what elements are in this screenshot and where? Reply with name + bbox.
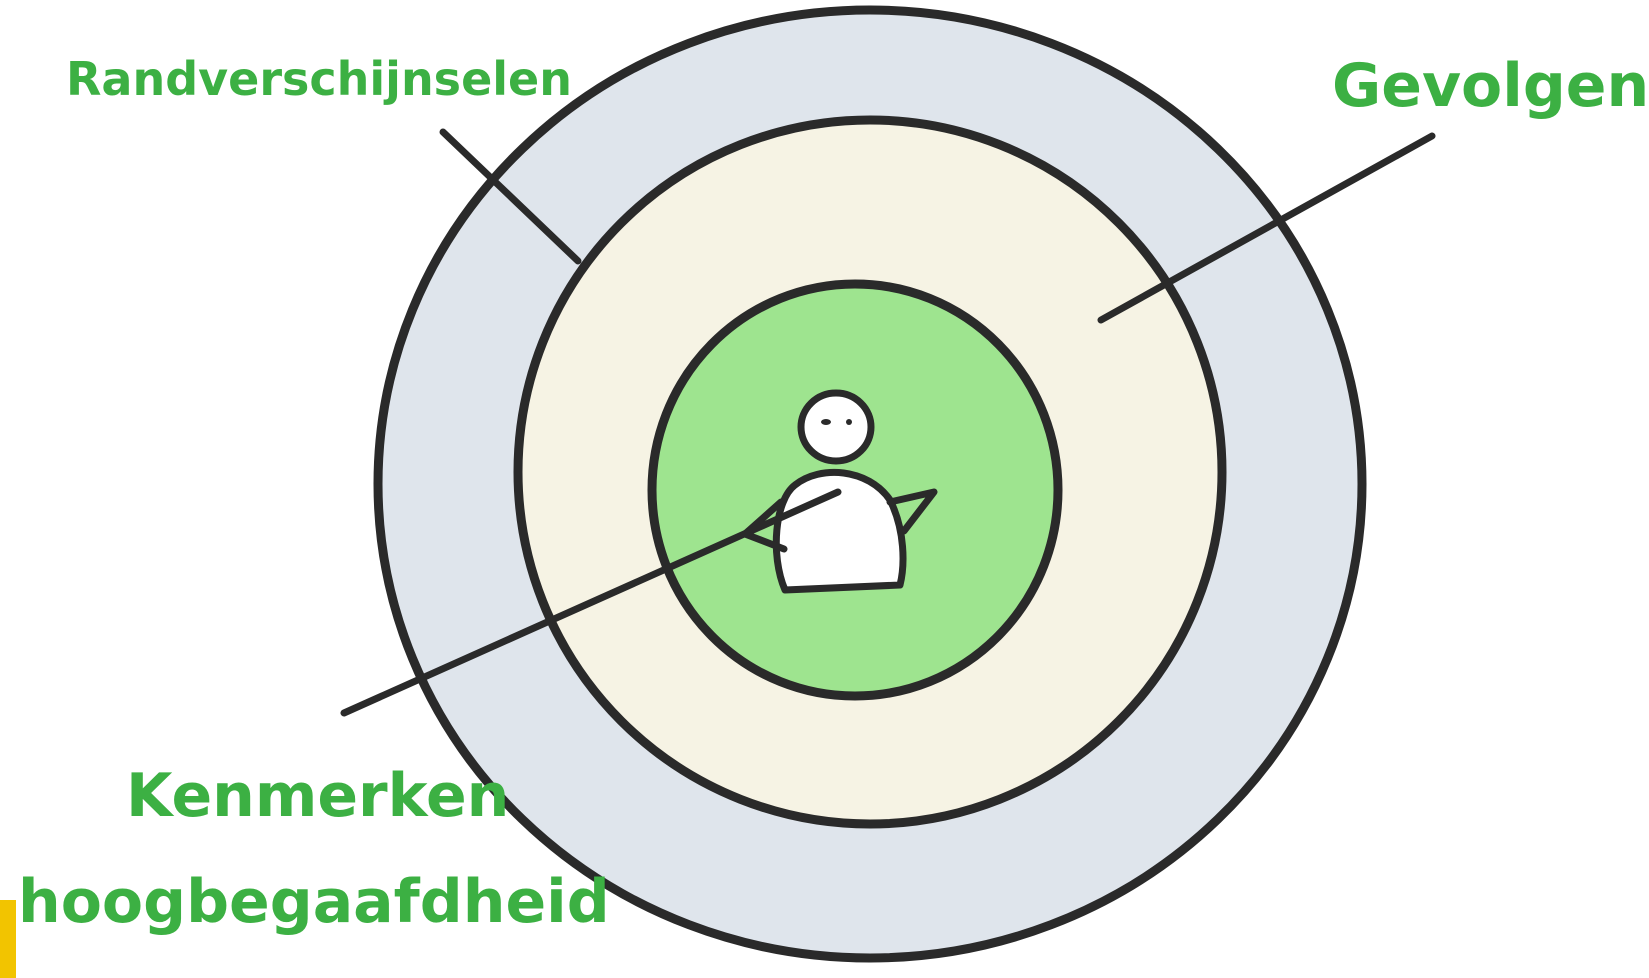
label-hoogbegaafdheid: hoogbegaafdheid <box>18 872 610 932</box>
label-gevolgen: Gevolgen <box>1332 56 1649 116</box>
label-randverschijnselen: Randverschijnselen <box>66 56 572 102</box>
corner-mark <box>0 900 16 978</box>
label-kenmerken: Kenmerken <box>126 766 509 826</box>
